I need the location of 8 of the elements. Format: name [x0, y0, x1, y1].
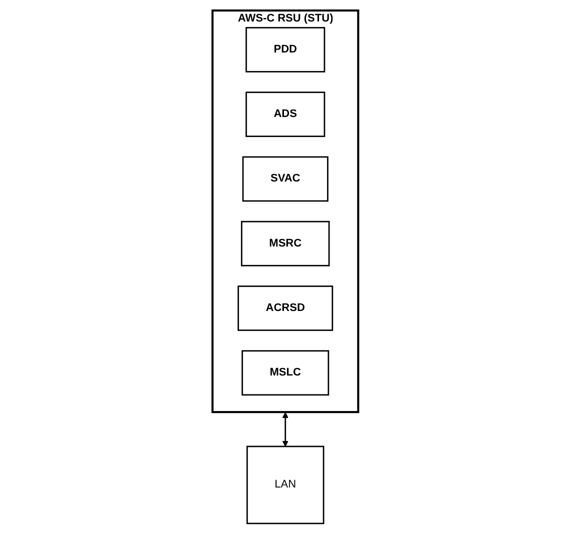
node-box: SVAC — [242, 156, 329, 202]
node-box: PDD — [246, 27, 326, 72]
node-box: MSLC — [242, 350, 330, 396]
node-box: ACRSD — [238, 286, 334, 331]
node-box: MSRC — [241, 220, 330, 266]
node-box: ADS — [246, 92, 326, 138]
node-box: LAN — [246, 446, 324, 524]
arrow — [282, 412, 289, 447]
